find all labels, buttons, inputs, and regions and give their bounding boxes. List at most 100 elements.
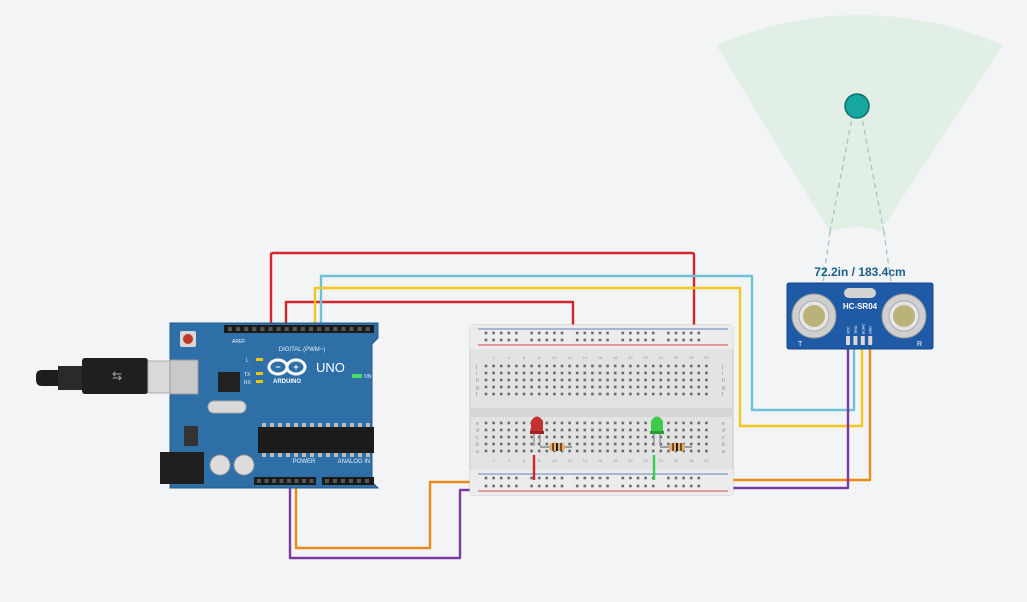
- terminal-hole[interactable]: [598, 371, 602, 375]
- terminal-hole[interactable]: [537, 392, 541, 396]
- terminal-hole[interactable]: [659, 364, 663, 368]
- terminal-hole[interactable]: [522, 449, 526, 453]
- rail-hole[interactable]: [537, 484, 541, 488]
- terminal-hole[interactable]: [682, 371, 685, 375]
- terminal-hole[interactable]: [674, 421, 678, 425]
- terminal-hole[interactable]: [484, 449, 488, 453]
- terminal-hole[interactable]: [651, 371, 655, 375]
- rail-hole[interactable]: [515, 331, 518, 335]
- terminal-hole[interactable]: [492, 421, 495, 425]
- header-pin[interactable]: [349, 479, 353, 483]
- terminal-hole[interactable]: [515, 392, 518, 396]
- terminal-hole[interactable]: [492, 385, 495, 389]
- terminal-hole[interactable]: [583, 428, 587, 432]
- terminal-hole[interactable]: [689, 435, 693, 439]
- terminal-hole[interactable]: [568, 378, 571, 382]
- terminal-hole[interactable]: [621, 428, 625, 432]
- rail-hole[interactable]: [545, 338, 549, 342]
- rail-hole[interactable]: [583, 484, 587, 488]
- terminal-hole[interactable]: [553, 392, 556, 396]
- terminal-hole[interactable]: [515, 449, 518, 453]
- terminal-hole[interactable]: [515, 371, 518, 375]
- power-analog-header[interactable]: [257, 479, 369, 483]
- header-pin[interactable]: [264, 479, 269, 483]
- header-pin[interactable]: [244, 327, 249, 331]
- terminal-hole[interactable]: [530, 364, 533, 368]
- terminal-hole[interactable]: [499, 364, 503, 368]
- terminal-hole[interactable]: [644, 449, 647, 453]
- terminal-hole[interactable]: [522, 435, 526, 439]
- terminal-hole[interactable]: [636, 364, 640, 368]
- terminal-hole[interactable]: [507, 421, 511, 425]
- terminal-hole[interactable]: [560, 378, 564, 382]
- rail-hole[interactable]: [537, 476, 541, 480]
- terminal-hole[interactable]: [568, 421, 571, 425]
- rail-hole[interactable]: [598, 331, 602, 335]
- terminal-hole[interactable]: [629, 371, 632, 375]
- terminal-hole[interactable]: [499, 428, 503, 432]
- rail-hole[interactable]: [575, 476, 579, 480]
- terminal-hole[interactable]: [697, 442, 701, 446]
- terminal-hole[interactable]: [515, 378, 518, 382]
- terminal-hole[interactable]: [568, 371, 571, 375]
- header-pin[interactable]: [309, 327, 313, 331]
- terminal-hole[interactable]: [689, 371, 693, 375]
- rail-hole[interactable]: [499, 338, 503, 342]
- terminal-hole[interactable]: [689, 385, 693, 389]
- power-jack[interactable]: [160, 452, 204, 484]
- terminal-hole[interactable]: [507, 378, 511, 382]
- terminal-hole[interactable]: [629, 378, 632, 382]
- terminal-hole[interactable]: [575, 385, 579, 389]
- terminal-hole[interactable]: [697, 435, 701, 439]
- rail-hole[interactable]: [644, 484, 647, 488]
- sensor-pin-gnd[interactable]: [868, 336, 873, 345]
- terminal-hole[interactable]: [621, 435, 625, 439]
- rail-hole[interactable]: [674, 338, 678, 342]
- terminal-hole[interactable]: [484, 371, 488, 375]
- header-pin[interactable]: [260, 327, 265, 331]
- terminal-hole[interactable]: [560, 385, 564, 389]
- terminal-hole[interactable]: [644, 385, 647, 389]
- terminal-hole[interactable]: [636, 392, 640, 396]
- rail-hole[interactable]: [621, 338, 625, 342]
- terminal-hole[interactable]: [606, 435, 609, 439]
- rail-hole[interactable]: [484, 476, 488, 480]
- terminal-hole[interactable]: [545, 371, 549, 375]
- rail-hole[interactable]: [553, 338, 556, 342]
- terminal-hole[interactable]: [621, 442, 625, 446]
- terminal-hole[interactable]: [705, 442, 708, 446]
- terminal-hole[interactable]: [636, 385, 640, 389]
- terminal-hole[interactable]: [545, 428, 549, 432]
- terminal-hole[interactable]: [667, 385, 670, 389]
- terminal-hole[interactable]: [553, 421, 556, 425]
- terminal-hole[interactable]: [621, 378, 625, 382]
- terminal-hole[interactable]: [598, 392, 602, 396]
- terminal-hole[interactable]: [598, 378, 602, 382]
- digital-header[interactable]: [228, 327, 370, 331]
- terminal-hole[interactable]: [537, 449, 541, 453]
- terminal-hole[interactable]: [598, 385, 602, 389]
- terminal-hole[interactable]: [560, 421, 564, 425]
- rail-hole[interactable]: [651, 331, 655, 335]
- terminal-hole[interactable]: [697, 421, 701, 425]
- rail-hole[interactable]: [507, 484, 511, 488]
- terminal-hole[interactable]: [606, 421, 609, 425]
- terminal-hole[interactable]: [697, 378, 701, 382]
- terminal-hole[interactable]: [545, 442, 549, 446]
- rail-hole[interactable]: [629, 331, 632, 335]
- terminal-hole[interactable]: [705, 421, 708, 425]
- terminal-hole[interactable]: [598, 364, 602, 368]
- terminal-hole[interactable]: [636, 428, 640, 432]
- terminal-hole[interactable]: [674, 371, 678, 375]
- terminal-hole[interactable]: [667, 364, 670, 368]
- rail-hole[interactable]: [484, 484, 488, 488]
- rail-hole[interactable]: [575, 338, 579, 342]
- led-red[interactable]: [530, 416, 544, 447]
- rail-hole[interactable]: [537, 331, 541, 335]
- sensor-pin-trig[interactable]: [853, 336, 858, 345]
- terminal-hole[interactable]: [705, 449, 708, 453]
- rail-hole[interactable]: [553, 484, 556, 488]
